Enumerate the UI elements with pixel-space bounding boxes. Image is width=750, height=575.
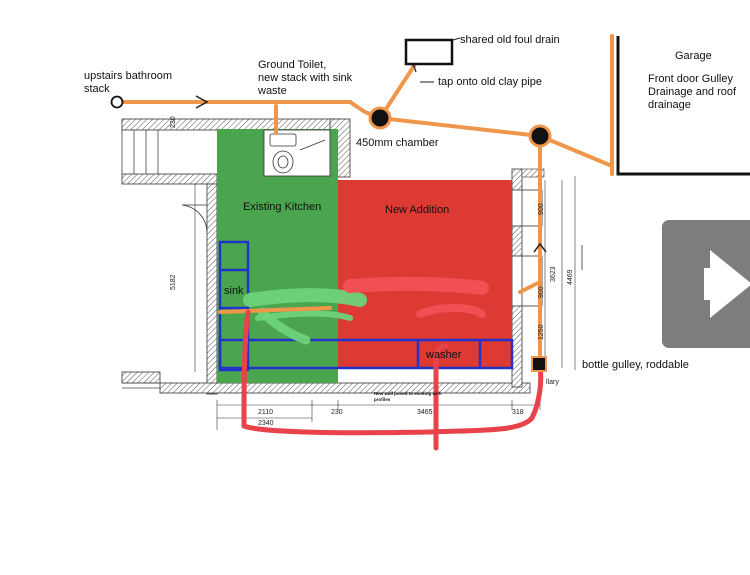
front-door-label: Front door Gulley Drainage and roof drai…: [648, 73, 737, 111]
new-addition-zone: [338, 180, 512, 368]
stair-lines: [121, 130, 160, 389]
sink-label: sink: [224, 285, 244, 297]
door-swing: [181, 204, 208, 233]
wall-note: New wall joined to existing with profile…: [374, 391, 442, 402]
garage-label: Garage: [675, 50, 712, 62]
bottle-gulley: [531, 356, 547, 372]
highlight-strokes: [243, 276, 489, 345]
dimension-lines: [194, 176, 576, 430]
orange-pipes: [118, 34, 614, 364]
upstairs-stack-label: upstairs bathroom stack: [84, 70, 173, 95]
dim-900-a: 900: [538, 203, 545, 215]
arrow-mark-1: [195, 95, 209, 109]
dim-3623: 3623: [550, 266, 557, 282]
next-arrow-button[interactable]: [662, 220, 750, 348]
garage-wall: [616, 36, 750, 176]
stack-start: [110, 95, 124, 109]
bottle-gulley-label: bottle gulley, roddable: [582, 359, 689, 371]
chamber-two: [528, 124, 552, 148]
right-windows: [511, 189, 583, 307]
dim-900-b: 900: [538, 286, 545, 298]
dim-4469: 4469: [567, 269, 574, 285]
dim-2340: 2340: [258, 420, 274, 427]
toilet-icon: [269, 133, 326, 174]
chamber-one: [368, 106, 392, 130]
tap-label: tap onto old clay pipe: [438, 76, 542, 88]
foul-drain-box: [404, 38, 454, 66]
ground-toilet-label: Ground Toilet, new stack with sink waste: [258, 59, 353, 97]
right-arrow-icon: [704, 250, 750, 318]
shared-drain-label: shared old foul drain: [460, 34, 560, 46]
new-addition-label: New Addition: [385, 204, 450, 216]
dim-3465: 3465: [417, 409, 433, 416]
red-pipes: [241, 309, 544, 451]
dim-318: 318: [512, 409, 524, 416]
drain-leader: [452, 37, 461, 41]
dim-230-top: 230: [170, 116, 177, 128]
existing-kitchen-label: Existing Kitchen: [243, 201, 322, 213]
dim-230-bottom: 230: [331, 409, 343, 416]
chamber-label: 450mm chamber: [356, 137, 439, 149]
arrow-mark-2: [533, 242, 547, 253]
dim-5182: 5182: [170, 274, 177, 290]
cutoff-label: llary: [546, 379, 559, 386]
washer-label: washer: [426, 349, 462, 361]
dim-2110: 2110: [258, 409, 274, 416]
dim-1250: 1250: [538, 324, 545, 340]
